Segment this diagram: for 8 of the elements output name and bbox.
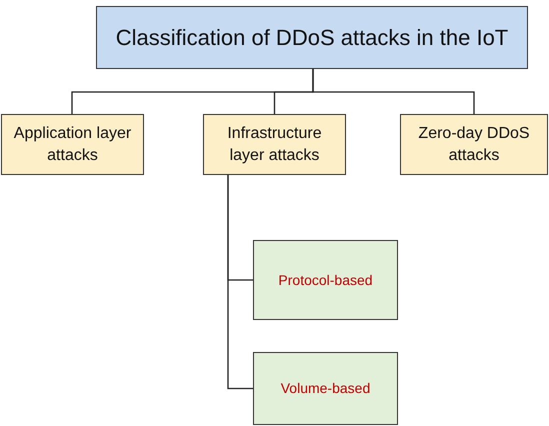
connector-line <box>227 175 253 390</box>
subcategory-box: Volume-based <box>253 352 398 425</box>
category-box: Application layer attacks <box>1 114 144 175</box>
title-box: Classification of DDoS attacks in the IoT <box>96 6 528 69</box>
category-box: Zero-day DDoS attacks <box>400 114 548 175</box>
category-box: Infrastructure layer attacks <box>203 114 346 175</box>
subcategory-box: Protocol-based <box>253 240 398 320</box>
connector-line <box>312 69 475 114</box>
